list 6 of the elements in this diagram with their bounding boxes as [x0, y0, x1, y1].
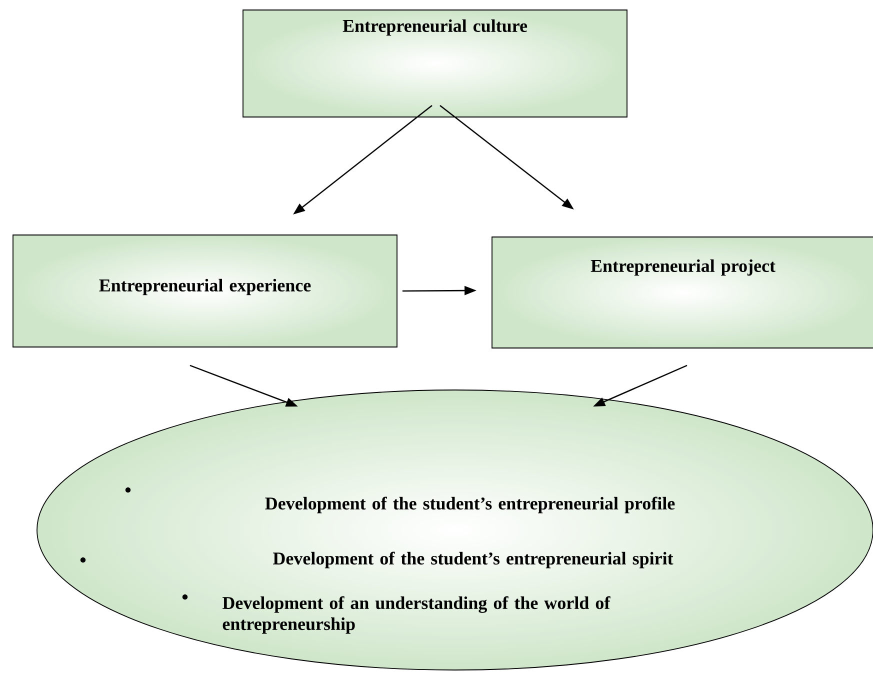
process-box: Entrepreneurial experience [12, 234, 398, 348]
process-box: Entrepreneurial culture [242, 10, 628, 118]
process-box: Entrepreneurial project [492, 236, 873, 348]
bullet-item: Development of an understanding of the world of entrepreneurship [182, 594, 610, 634]
bullet-item: Development of the student’s entrepreneurial profile [125, 487, 675, 514]
bullet-item: Development of the student’s entrepreneurial spirit [80, 552, 674, 568]
